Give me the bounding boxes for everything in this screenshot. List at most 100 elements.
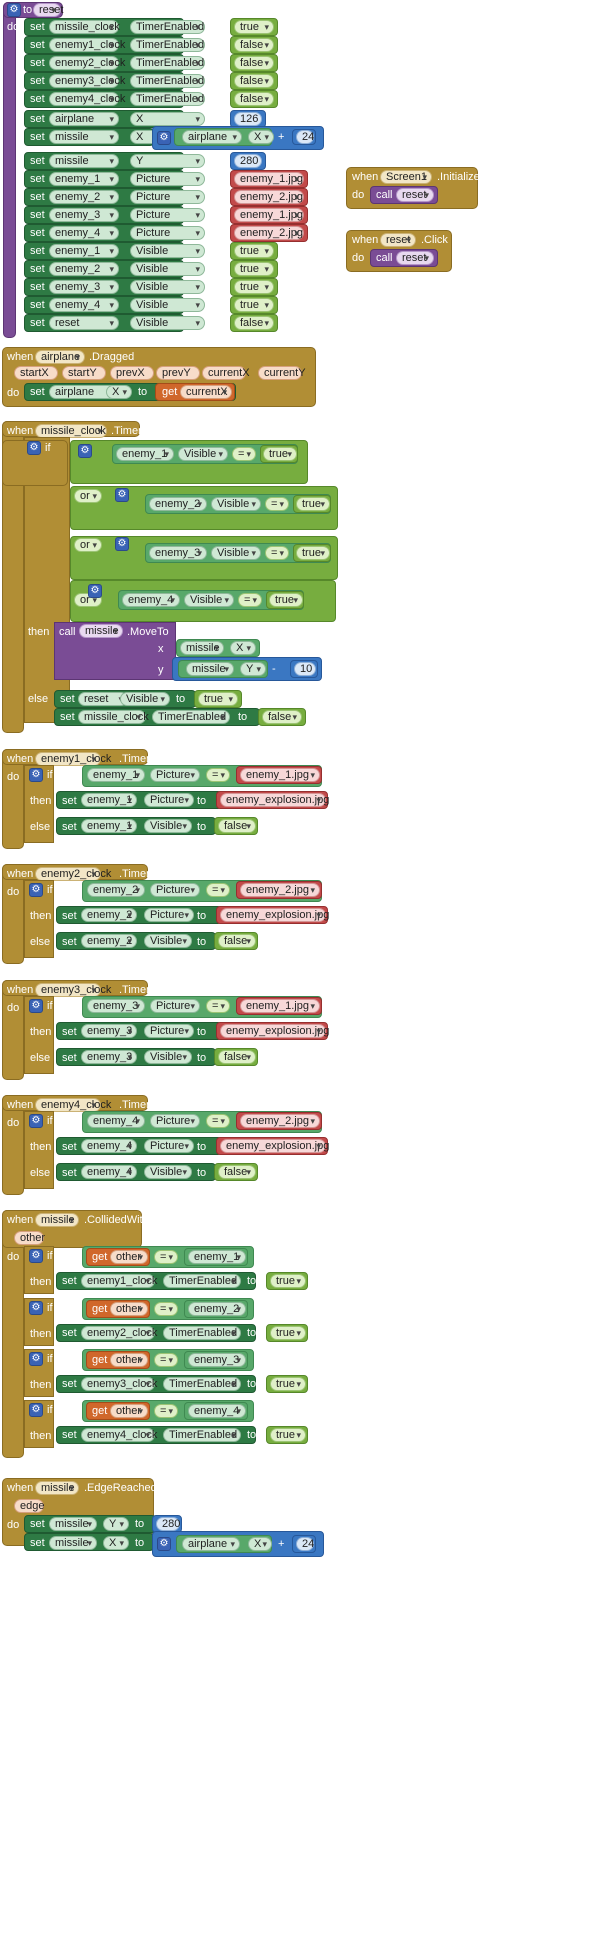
value[interactable]: true xyxy=(234,244,274,258)
component-dropdown[interactable]: enemy_2 xyxy=(49,190,119,204)
property-dropdown[interactable]: X xyxy=(248,1537,272,1551)
event-parameter[interactable]: prevX xyxy=(110,366,154,380)
property-dropdown[interactable]: X xyxy=(230,641,256,655)
component-dropdown[interactable]: missile xyxy=(49,130,119,144)
property-dropdown[interactable]: TimerEnabled xyxy=(163,1377,241,1391)
component-dropdown[interactable]: enemy_3 xyxy=(49,280,119,294)
property-dropdown[interactable]: Picture xyxy=(144,793,194,807)
component-dropdown[interactable]: missile xyxy=(186,662,234,676)
component-dropdown[interactable]: missile_clock xyxy=(49,20,120,34)
value[interactable]: 126 xyxy=(234,112,262,126)
property-dropdown[interactable]: Y xyxy=(103,1517,129,1531)
component-dropdown[interactable]: enemy_3 xyxy=(188,1353,246,1367)
mutator-gear-icon[interactable]: ⚙ xyxy=(29,1403,43,1417)
property-dropdown[interactable]: Picture xyxy=(150,883,200,897)
mutator-gear-icon[interactable]: ⚙ xyxy=(29,999,43,1013)
property-dropdown[interactable]: X xyxy=(103,1536,129,1550)
equals-dropdown[interactable]: = xyxy=(206,768,230,782)
property-dropdown[interactable]: Picture xyxy=(150,999,200,1013)
property-dropdown[interactable]: Picture xyxy=(130,172,205,186)
picture-value[interactable]: enemy_explosion.jpg xyxy=(220,1139,329,1153)
property-dropdown[interactable]: Visible xyxy=(130,280,205,294)
event-parameter[interactable]: startY xyxy=(62,366,106,380)
picture-value[interactable]: enemy_explosion.jpg xyxy=(220,908,329,922)
property-dropdown[interactable]: TimerEnabled xyxy=(152,710,230,724)
mutator-gear-icon[interactable]: ⚙ xyxy=(29,1352,43,1366)
property-dropdown[interactable]: Picture xyxy=(130,226,205,240)
mutator-gear-icon[interactable]: ⚙ xyxy=(29,883,43,897)
procedure-dropdown[interactable]: reset xyxy=(396,188,434,202)
mutator-gear-icon[interactable]: ⚙ xyxy=(88,584,102,598)
component-dropdown[interactable]: enemy_3 xyxy=(81,1024,137,1038)
component-dropdown[interactable]: enemy_4 xyxy=(122,593,180,607)
property-dropdown[interactable]: TimerEnabled xyxy=(130,92,205,106)
boolean-value[interactable]: true xyxy=(296,546,330,560)
number-value[interactable]: 24 xyxy=(296,1537,314,1551)
value[interactable]: false xyxy=(234,74,274,88)
variable-dropdown[interactable]: other xyxy=(110,1353,148,1367)
boolean-value[interactable]: true xyxy=(296,497,330,511)
property-dropdown[interactable]: X xyxy=(248,130,274,144)
component-dropdown[interactable]: missile xyxy=(35,1481,79,1495)
component-dropdown[interactable]: enemy_2 xyxy=(49,262,119,276)
component-dropdown[interactable]: missile xyxy=(49,1517,97,1531)
property-dropdown[interactable]: Visible xyxy=(144,1165,192,1179)
procedure-name-reset[interactable]: reset xyxy=(33,3,63,17)
value[interactable]: false xyxy=(262,710,302,724)
variable-dropdown[interactable]: currentX xyxy=(180,385,232,399)
picture-value[interactable]: enemy_2.jpg xyxy=(240,883,320,897)
property-dropdown[interactable]: Visible xyxy=(144,1050,192,1064)
event-parameter[interactable]: other xyxy=(14,1231,45,1245)
component-dropdown[interactable]: missile_clock xyxy=(78,710,149,724)
picture-value[interactable]: enemy_explosion.jpg xyxy=(220,793,329,807)
component-dropdown[interactable]: enemy_2 xyxy=(81,934,137,948)
component-dropdown[interactable]: enemy3_clock xyxy=(49,74,125,88)
property-dropdown[interactable]: Picture xyxy=(130,190,205,204)
property-dropdown[interactable]: Y xyxy=(240,662,266,676)
component-dropdown[interactable]: enemy_4 xyxy=(49,298,119,312)
component-dropdown[interactable]: reset xyxy=(380,233,416,247)
value[interactable]: true xyxy=(234,280,274,294)
value[interactable]: false xyxy=(234,316,274,330)
value[interactable]: false xyxy=(234,38,274,52)
component-dropdown[interactable]: enemy3_clock xyxy=(81,1377,157,1391)
picture-value[interactable]: enemy_2.jpg xyxy=(240,1114,320,1128)
variable-dropdown[interactable]: other xyxy=(110,1404,148,1418)
component-dropdown[interactable]: enemy2_clock xyxy=(35,867,111,881)
property-dropdown[interactable]: Visible xyxy=(120,692,170,706)
event-parameter[interactable]: edge xyxy=(14,1499,44,1513)
boolean-value[interactable]: true xyxy=(270,1377,306,1391)
mutator-gear-icon[interactable]: ⚙ xyxy=(78,444,92,458)
mutator-gear-icon[interactable]: ⚙ xyxy=(27,441,41,455)
equals-dropdown[interactable]: = xyxy=(154,1404,178,1418)
equals-dropdown[interactable]: = xyxy=(206,1114,230,1128)
property-dropdown[interactable]: Visible xyxy=(130,316,205,330)
component-dropdown[interactable]: missile xyxy=(79,624,123,638)
picture-value[interactable]: enemy_1.jpg xyxy=(240,999,320,1013)
property-dropdown[interactable]: Visible xyxy=(178,447,228,461)
boolean-value[interactable]: false xyxy=(218,1165,256,1179)
component-dropdown[interactable]: enemy_2 xyxy=(87,883,145,897)
boolean-value[interactable]: true xyxy=(270,1274,306,1288)
mutator-gear-icon[interactable]: ⚙ xyxy=(29,1301,43,1315)
boolean-value[interactable]: true xyxy=(269,593,303,607)
mutator-gear-icon[interactable]: ⚙ xyxy=(7,3,21,17)
equals-dropdown[interactable]: = xyxy=(154,1302,178,1316)
component-dropdown[interactable]: enemy3_clock xyxy=(35,983,111,997)
component-dropdown[interactable]: enemy4_clock xyxy=(81,1428,157,1442)
value[interactable]: 280 xyxy=(234,154,262,168)
property-dropdown[interactable]: Visible xyxy=(130,244,205,258)
event-parameter[interactable]: currentX xyxy=(202,366,250,380)
boolean-value[interactable]: true xyxy=(263,447,297,461)
component-dropdown[interactable]: enemy_3 xyxy=(81,1050,137,1064)
property-dropdown[interactable]: Visible xyxy=(144,819,192,833)
value[interactable]: enemy_2.jpg xyxy=(234,190,304,204)
event-parameter[interactable]: currentY xyxy=(258,366,306,380)
mutator-gear-icon[interactable]: ⚙ xyxy=(115,537,129,551)
property-dropdown[interactable]: TimerEnabled xyxy=(130,74,205,88)
equals-dropdown[interactable]: = xyxy=(265,497,289,511)
property-dropdown[interactable]: Picture xyxy=(130,208,205,222)
mutator-gear-icon[interactable]: ⚙ xyxy=(29,1249,43,1263)
picture-value[interactable]: enemy_explosion.jpg xyxy=(220,1024,329,1038)
boolean-value[interactable]: false xyxy=(218,1050,256,1064)
